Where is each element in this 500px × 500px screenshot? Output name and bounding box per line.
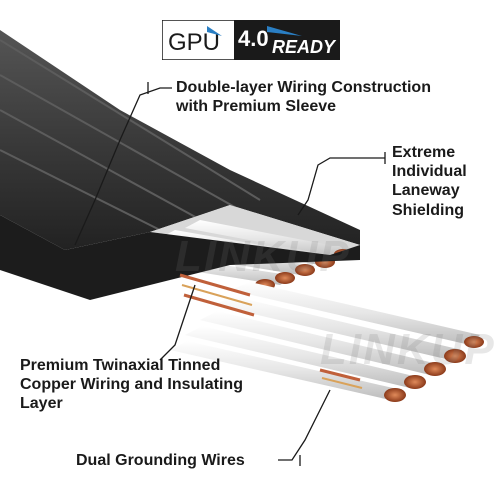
- callout-shielding-line-2: Individual: [392, 163, 467, 181]
- callout-wiring-line-2: with Premium Sleeve: [176, 98, 337, 116]
- callout-grounding-line-1: Dual Grounding Wires: [76, 452, 245, 469]
- upper-sleeve: [0, 30, 360, 250]
- callout-grounding: Dual Grounding Wires: [76, 451, 245, 470]
- lower-shield-lanes: [170, 282, 480, 400]
- callout-copper-line-2: Copper Wiring and Insulating: [20, 376, 243, 394]
- callout-copper-line-3: Layer: [20, 395, 63, 413]
- callout-shielding-line-4: Shielding: [392, 201, 464, 219]
- gpu-ready-badge: GPU 4.0 READY: [161, 19, 341, 61]
- callout-shielding: Extreme Individual Laneway Shielding: [392, 143, 467, 220]
- chevron-icon: [267, 26, 302, 36]
- leader-ticks: [147, 82, 386, 466]
- callout-wiring-line-1: Double-layer Wiring Construction: [176, 79, 431, 96]
- lower-sleeve: [0, 215, 360, 300]
- chevron-small-icon: [207, 26, 222, 36]
- lower-copper-ends: [384, 336, 484, 402]
- badge-version: 4.0: [238, 26, 269, 51]
- badge-suffix: READY: [272, 37, 337, 57]
- badge-prefix: GPU: [168, 29, 220, 56]
- callout-copper: Premium Twinaxial Tinned Copper Wiring a…: [20, 356, 243, 414]
- callout-shielding-line-1: Extreme: [392, 144, 456, 161]
- watermark-upper: LINKUP: [175, 232, 351, 281]
- callout-shielding-line-3: Laneway: [392, 182, 460, 200]
- leader-lines: [74, 87, 385, 461]
- watermark-lower: LINKUP: [320, 325, 496, 374]
- callout-copper-line-1: Premium Twinaxial Tinned: [20, 357, 221, 374]
- callout-wiring: Double-layer Wiring Construction with Pr…: [176, 78, 431, 116]
